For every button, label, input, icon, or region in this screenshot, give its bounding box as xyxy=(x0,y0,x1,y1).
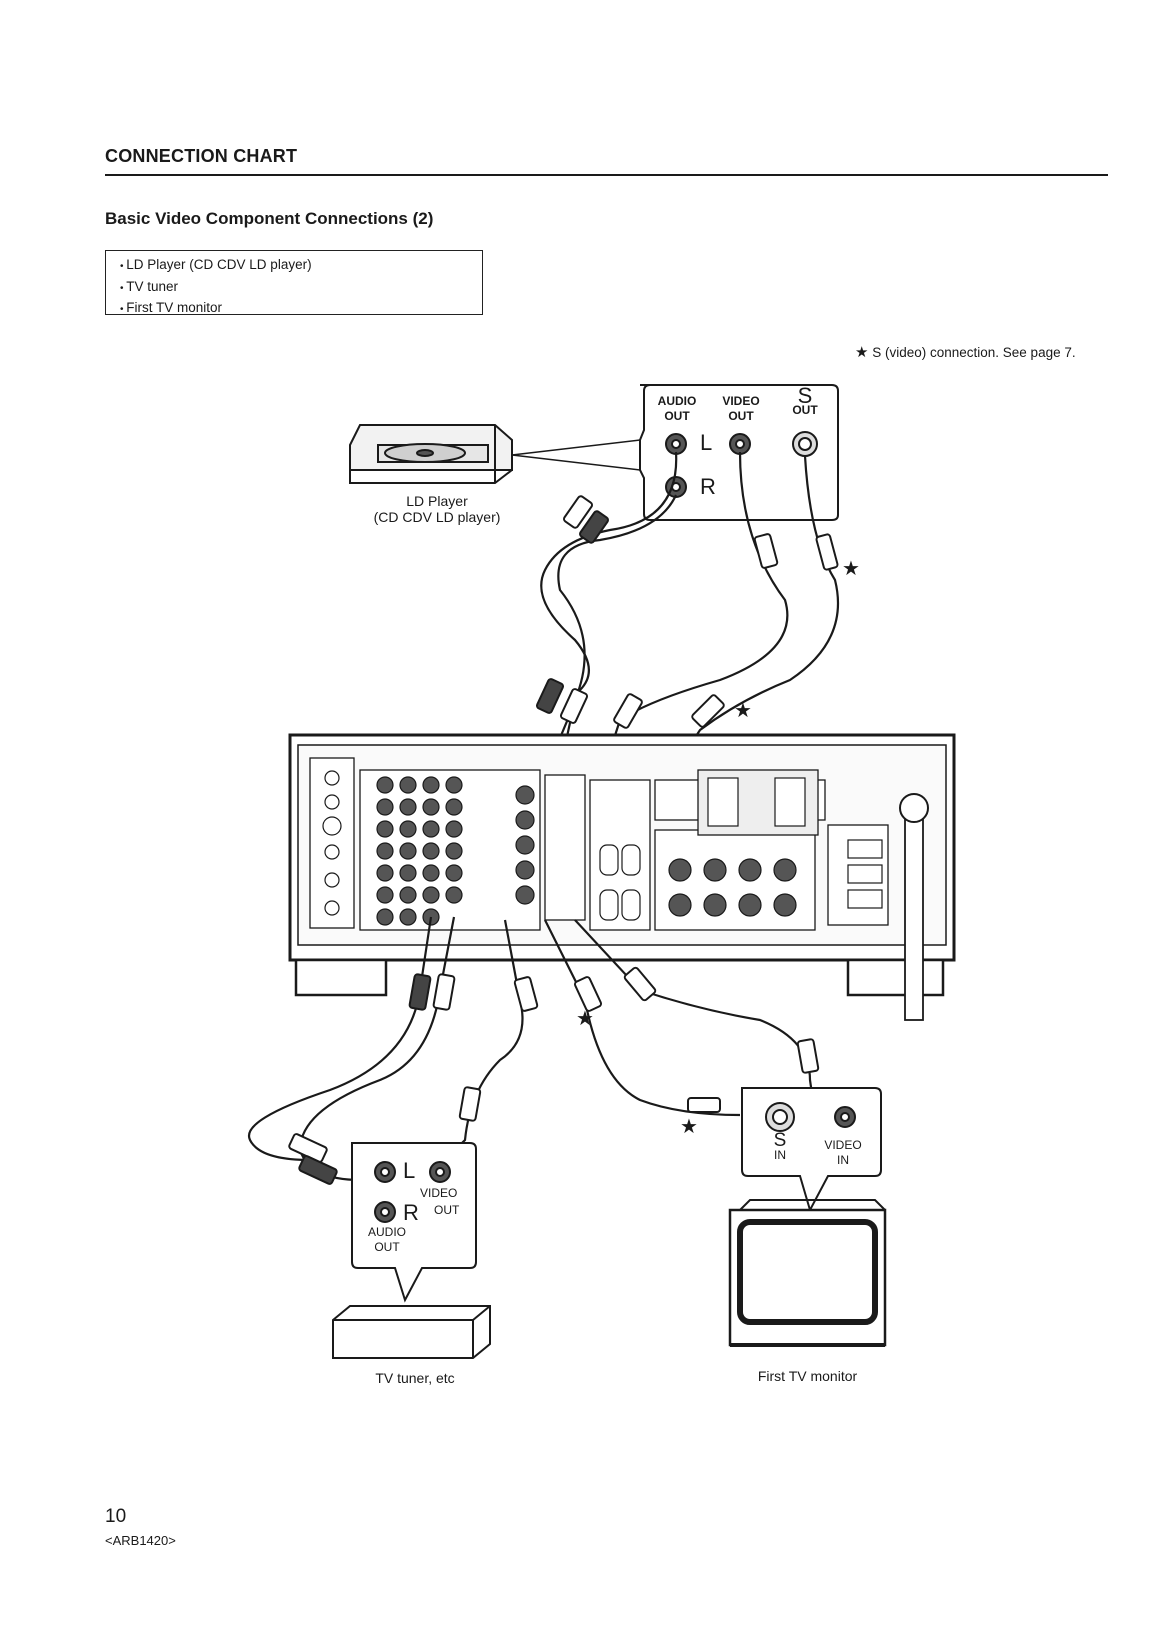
tuner-video-out-label: VIDEO xyxy=(420,1186,450,1201)
ld-video-out-label: VIDEO OUT xyxy=(716,394,766,424)
tuner-video-out-bottom: OUT xyxy=(434,1203,459,1218)
star-icon: ★ xyxy=(842,556,860,581)
tuner-video-top: VIDEO xyxy=(420,1186,450,1201)
ld-video-out-top: VIDEO xyxy=(716,394,766,409)
star-icon: ★ xyxy=(680,1114,698,1139)
tuner-audio-out-label: AUDIO OUT xyxy=(362,1225,412,1255)
monitor-s-top: S xyxy=(765,1133,795,1148)
ld-audio-out-label: AUDIO OUT xyxy=(652,394,702,424)
monitor-video-bottom: IN xyxy=(818,1153,868,1168)
ld-left-channel-label: L xyxy=(700,430,712,456)
ld-player-label: LD Player (CD CDV LD player) xyxy=(352,493,522,525)
tuner-audio-bottom: OUT xyxy=(362,1240,412,1255)
tv-tuner-label: TV tuner, etc xyxy=(350,1370,480,1386)
tv-tuner-device xyxy=(333,1306,490,1358)
page-number: 10 xyxy=(105,1506,126,1528)
document-code: <ARB1420> xyxy=(105,1533,176,1548)
tuner-right-channel-label: R xyxy=(403,1200,419,1226)
ld-s-out-label: S OUT xyxy=(785,388,825,418)
ld-s-out-top: S xyxy=(785,388,825,403)
ld-audio-out-bottom: OUT xyxy=(652,409,702,424)
tuner-left-channel-label: L xyxy=(403,1158,415,1184)
ld-video-out-bottom: OUT xyxy=(716,409,766,424)
ld-right-channel-label: R xyxy=(700,474,716,500)
ld-s-out-bottom: OUT xyxy=(785,403,825,418)
monitor-s-in-label: S IN xyxy=(765,1133,795,1163)
monitor-video-top: VIDEO xyxy=(818,1138,868,1153)
star-icon: ★ xyxy=(576,1006,594,1031)
ld-audio-out-top: AUDIO xyxy=(652,394,702,409)
star-icon: ★ xyxy=(734,698,752,723)
monitor-video-in-label: VIDEO IN xyxy=(818,1138,868,1168)
ld-player-label-line2: (CD CDV LD player) xyxy=(352,509,522,525)
monitor-s-bottom: IN xyxy=(765,1148,795,1163)
tuner-audio-top: AUDIO xyxy=(362,1225,412,1240)
ld-player-device xyxy=(350,425,640,483)
tv-monitor-device xyxy=(730,1200,885,1345)
tv-monitor-label: First TV monitor xyxy=(730,1368,885,1384)
ld-player-label-line1: LD Player xyxy=(352,493,522,509)
